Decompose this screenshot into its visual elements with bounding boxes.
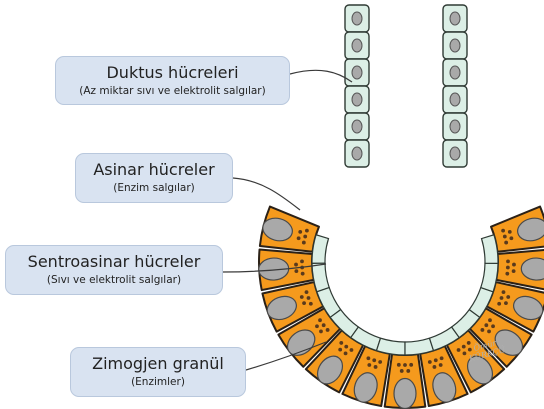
zymogen-granule [305,290,309,294]
centroacinar-cell [312,235,328,264]
zymogen-granule [294,269,298,273]
zymogen-granule-title: Zimogjen granül [71,354,245,373]
duct-cell-nucleus [352,39,362,52]
zymogen-granule [497,302,501,306]
acinar-cells-subtitle: (Enzim salgılar) [76,181,232,195]
zymogen-granule [502,290,506,294]
pointer-duct-cells [290,70,352,82]
zymogen-granule [504,301,508,305]
zymogen-granule [303,235,307,239]
zymogen-granule [503,235,507,239]
duct-cell-nucleus [352,93,362,106]
zymogen-granule [480,328,484,332]
duct-cell-nucleus [352,66,362,79]
zymogen-granule [302,241,306,245]
pointer-acinar-cells [233,178,300,210]
zymogen-granule [305,229,309,233]
zymogen-granule [484,323,488,327]
zymogen-granule [512,269,516,273]
duct-cells-subtitle: (Az miktar sıvı ve elektrolit salgılar) [56,84,289,98]
label-zymogen-granule: Zimogjen granül (Enzimler) [70,347,246,397]
zymogen-granule [344,345,348,349]
zymogen-granule [487,330,491,334]
zymogen-granule [397,363,401,367]
zymogen-granule [506,295,510,299]
zymogen-granule [307,296,311,300]
zymogen-granule [439,363,443,367]
zymogen-granule [344,351,348,355]
acinar-cells-title: Asinar hücreler [76,160,232,179]
zymogen-granule [505,272,509,276]
zymogen-granule [374,365,378,369]
acinar-cell-ring [258,207,544,409]
zymogen-granule [302,301,306,305]
zymogen-granule [506,266,510,270]
zymogen-granule [508,230,512,234]
zymogen-granule [301,272,305,276]
zymogen-granule [318,318,322,322]
zymogen-granule [367,363,371,367]
duct-cell-nucleus [450,120,460,133]
duct-right-column [443,5,467,167]
zymogen-granule [433,365,437,369]
zymogen-granule [506,259,510,263]
duct-cells-title: Duktus hücreleri [56,63,289,82]
zymogen-granule [309,302,313,306]
zymogen-granule [322,323,326,327]
zymogen-granule [504,241,508,245]
duct-cell-nucleus [450,147,460,160]
duct-left-column [345,5,369,167]
zymogen-granule [300,259,304,263]
zymogen-granule [512,263,516,267]
zymogen-granule [428,360,432,364]
duct-cell-nucleus [450,12,460,25]
label-duct-cells: Duktus hücreleri (Az miktar sıvı ve elek… [55,56,290,105]
duct-cell-nucleus [352,120,362,133]
zymogen-granule [315,324,319,328]
zymogen-granule [500,296,504,300]
duct-cell-nucleus [450,66,460,79]
zymogen-granule [434,358,438,362]
zymogen-granule [378,360,382,364]
zymogen-granule [372,358,376,362]
zymogen-granule [350,348,354,352]
acinar-cell-nucleus [394,379,416,409]
zymogen-granule-subtitle: (Enzimler) [71,375,245,389]
zymogen-granule [339,341,343,345]
centroacinar-cells-title: Sentroasinar hücreler [6,252,222,271]
zymogen-granule [319,330,323,334]
centroacinar-cell [482,235,498,264]
zymogen-granule [440,356,444,360]
zymogen-granule [366,356,370,360]
zymogen-granule [403,363,407,367]
zymogen-granule [298,230,302,234]
zymogen-granule [409,363,413,367]
zymogen-granule [488,318,492,322]
label-acinar-cells: Asinar hücreler (Enzim salgılar) [75,153,233,203]
zymogen-granule [501,229,505,233]
zymogen-granule [300,295,304,299]
zymogen-granule [400,369,404,373]
duct-cell-nucleus [352,12,362,25]
label-centroacinar-cells: Sentroasinar hücreler (Sıvı ve elektroli… [5,245,223,295]
zymogen-granule [406,369,410,373]
zymogen-granule [509,236,513,240]
duct-cell-nucleus [352,147,362,160]
duct-cell-nucleus [450,39,460,52]
zymogen-granule [294,263,298,267]
duct-cell-nucleus [450,93,460,106]
zymogen-granule [297,236,301,240]
zymogen-granule [326,328,330,332]
centroacinar-cells-subtitle: (Sıvı ve elektrolit salgılar) [6,273,222,287]
zymogen-granule [338,348,342,352]
zymogen-granule [491,324,495,328]
